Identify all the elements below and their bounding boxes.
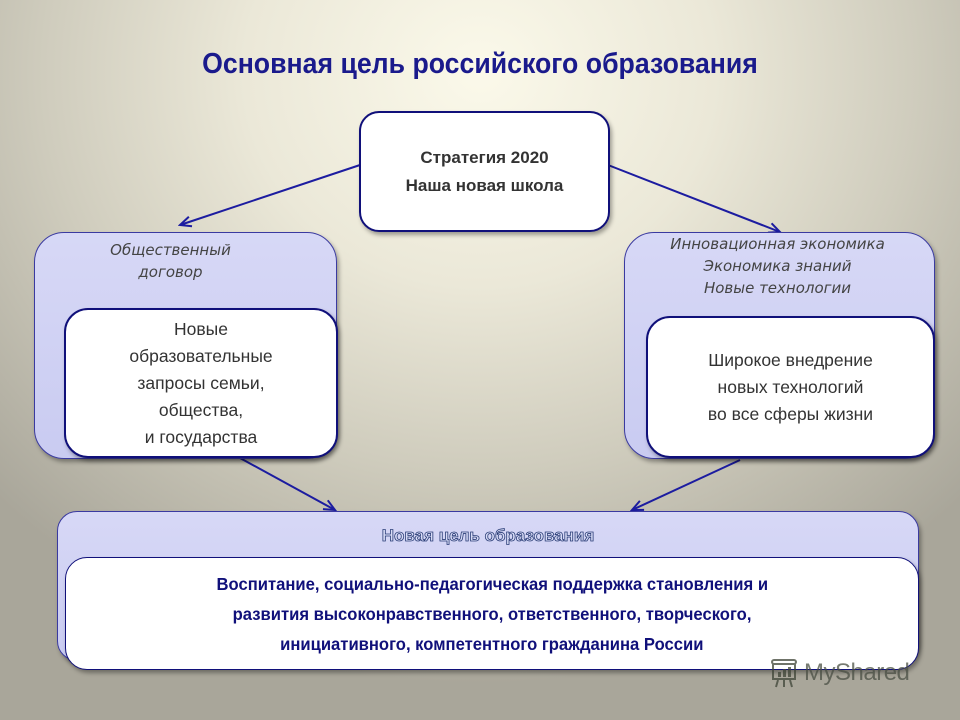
goal-line-2: развития высоконравственного, ответствен… bbox=[232, 603, 752, 624]
slide-title: Основная цель российского образования bbox=[202, 48, 758, 80]
watermark-text: MyShared bbox=[804, 659, 910, 686]
new-goal-heading: Новая цель образования bbox=[381, 526, 595, 546]
requests-line-3: запросы семьи, bbox=[137, 372, 265, 393]
tech-line-1: Широкое внедрение bbox=[708, 349, 873, 370]
goal-statement-box: Воспитание, социально-педагогическая под… bbox=[65, 557, 919, 670]
strategy-box: Стратегия 2020 Наша новая школа bbox=[359, 111, 610, 232]
arrow-right-to-goal bbox=[632, 459, 741, 510]
innovation-caption-3: Новые технологии bbox=[703, 279, 852, 297]
technology-adoption-box: Широкое внедрение новых технологий во вс… bbox=[646, 316, 935, 458]
goal-line-3: инициативного, компетентного гражданина … bbox=[280, 633, 704, 654]
strategy-line-2: Наша новая школа bbox=[405, 175, 564, 195]
arrow-top-to-left bbox=[180, 164, 361, 225]
innovation-caption-1: Инновационная экономика bbox=[670, 235, 885, 253]
innovation-caption-2: Экономика знаний bbox=[703, 257, 852, 275]
educational-requests-box: Новые образовательные запросы семьи, общ… bbox=[64, 308, 338, 458]
arrow-left-to-goal bbox=[239, 457, 335, 510]
social-contract-caption-2: договор bbox=[138, 263, 203, 281]
requests-line-1: Новые bbox=[174, 318, 228, 339]
tech-line-2: новых технологий bbox=[717, 376, 864, 397]
arrow-top-to-right bbox=[607, 164, 780, 232]
tech-line-3: во все сферы жизни bbox=[707, 403, 874, 424]
presentation-board-icon bbox=[771, 659, 797, 688]
requests-line-2: образовательные bbox=[129, 345, 273, 366]
social-contract-caption-1: Общественный bbox=[110, 241, 231, 259]
requests-line-4: общества, bbox=[158, 399, 244, 420]
strategy-line-1: Стратегия 2020 bbox=[420, 147, 549, 167]
requests-line-5: и государства bbox=[144, 426, 258, 447]
goal-line-1: Воспитание, социально-педагогическая под… bbox=[216, 573, 768, 594]
watermark: MyShared bbox=[768, 656, 910, 690]
